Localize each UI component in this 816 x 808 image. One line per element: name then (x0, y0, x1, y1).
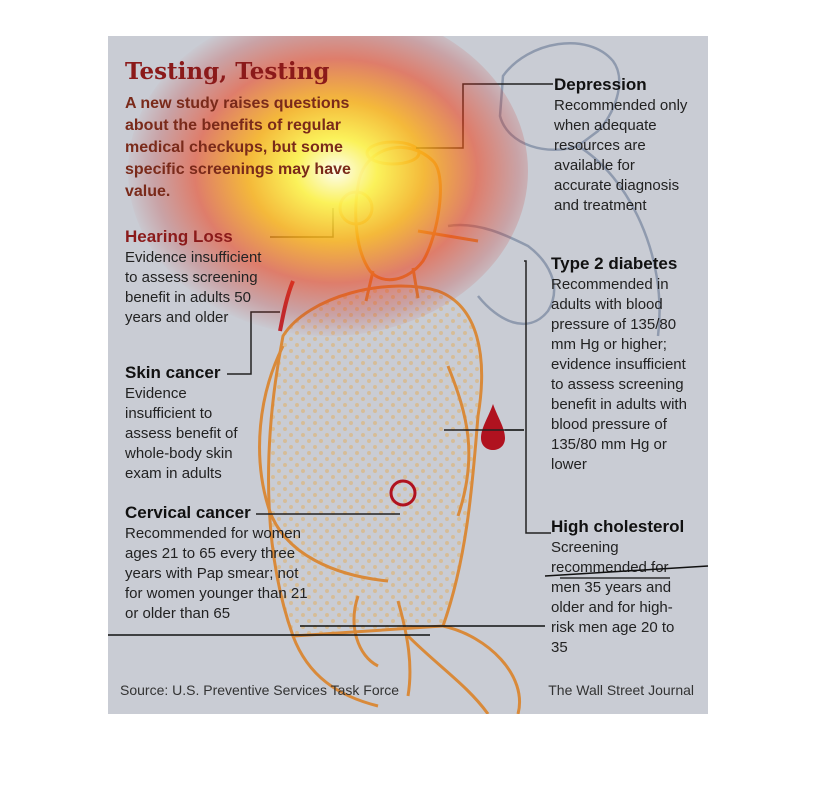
hearing-loss-heading: Hearing Loss (125, 227, 233, 246)
hearing-loss-block: Hearing Loss Evidence insufficient to as… (125, 226, 275, 328)
cervical-cancer-text: Recommended for women ages 21 to 65 ever… (125, 525, 308, 622)
heatmap-overlay (128, 36, 528, 336)
publisher-credit: The Wall Street Journal (548, 682, 694, 698)
cervical-ring (389, 479, 417, 507)
high-cholesterol-heading: High cholesterol (551, 517, 685, 536)
cervical-cancer-block: Cervical cancer Recommended for women ag… (125, 502, 315, 624)
blood-drop-icon (481, 404, 505, 450)
depression-text: Recommended only when adequate resources… (554, 97, 688, 214)
cervical-cancer-heading: Cervical cancer (125, 503, 251, 522)
source-note: Source: U.S. Preventive Services Task Fo… (120, 682, 400, 698)
doctor-outline (498, 41, 621, 151)
high-cholesterol-text: Screening recommended for men 35 years a… (551, 539, 675, 656)
page-title: Testing, Testing (125, 58, 330, 85)
patient-legs (291, 624, 521, 714)
depression-heading: Depression (554, 75, 647, 94)
infographic-card: Testing, Testing A new study raises ques… (108, 36, 708, 714)
skin-cancer-text: Evidence insufficient to assess benefit … (125, 385, 238, 482)
type-2-diabetes-block: Type 2 diabetes Recommended in adults wi… (551, 253, 696, 475)
type-2-diabetes-heading: Type 2 diabetes (551, 254, 678, 273)
type-2-diabetes-text: Recommended in adults with blood pressur… (551, 276, 687, 473)
skin-cancer-heading: Skin cancer (125, 363, 221, 382)
page-subtitle: A new study raises questions about the b… (125, 95, 351, 200)
doctor-shoulder (577, 144, 661, 337)
patient-arm (258, 345, 389, 583)
depression-block: Depression Recommended only when adequat… (554, 74, 694, 216)
hearing-loss-text: Evidence insufficient to assess screenin… (125, 249, 262, 326)
skin-cancer-block: Skin cancer Evidence insufficient to ass… (125, 362, 255, 484)
high-cholesterol-block: High cholesterol Screening recommended f… (551, 516, 691, 658)
